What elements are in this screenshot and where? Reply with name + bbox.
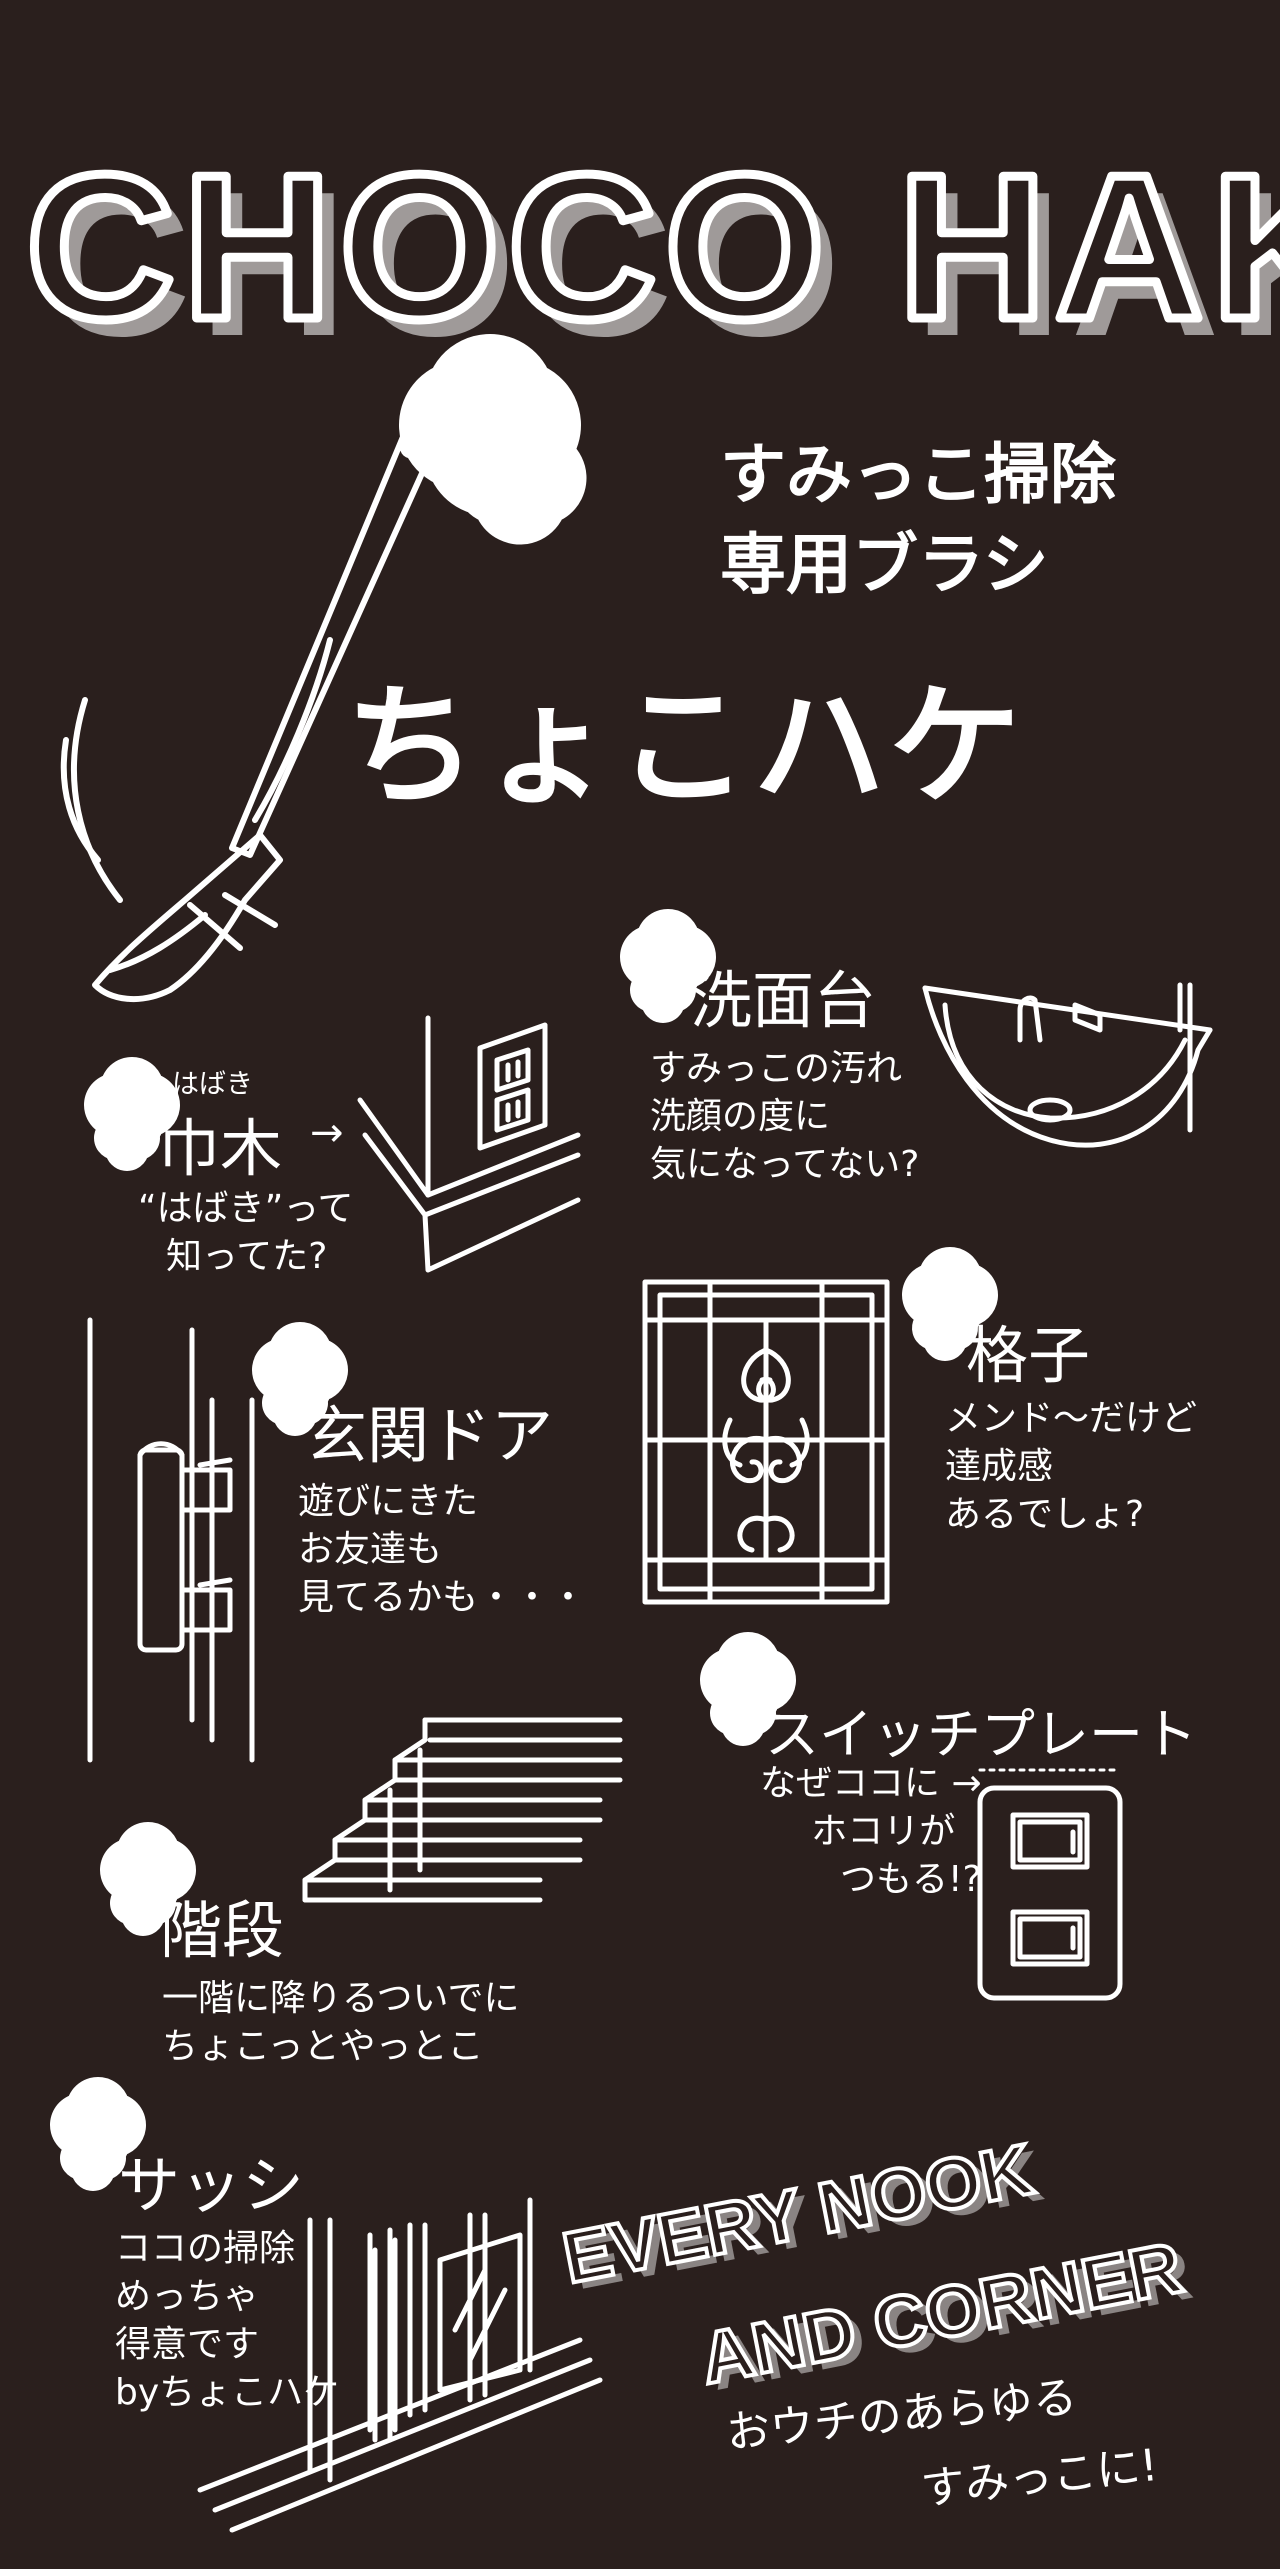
door-handle-icon [87,1317,255,1763]
tagline-jp-line2: すみっこに! [919,2440,1161,2516]
switch-note-line: なぜココに → [760,1763,982,1804]
door-note-line: お友達も [298,1529,443,1570]
stairs-label: 階段 [160,1894,285,1967]
lattice-note-line: あるでしょ? [945,1494,1145,1535]
sparkle-icon [934,1317,956,1339]
baseboard-label: 巾木 [158,1112,283,1185]
subtitle: すみっこ掃除 専用ブラシ [720,430,1116,610]
title-en: CHOCO HAKE CHOCO HAKE [22,128,1280,380]
sink-note-line: 洗顔の度に [650,1096,831,1137]
sparkle-icon [652,979,674,1001]
brush-icon [60,421,436,1003]
product-name: ちょこハケ [345,670,1025,824]
sink-note-line: 気になってない? [650,1144,920,1185]
switch-note: なぜココに → ホコリが つもる!? [760,1760,982,1904]
lattice-note-line: メンド〜だけど [945,1398,1198,1439]
sink-note-line: すみっこの汚れ [650,1048,903,1089]
sparkle-icon [82,2147,104,2169]
subtitle-line2: 専用ブラシ [720,526,1049,603]
baseboard-note-line: “はばき”って [138,1188,354,1229]
sparkle-icon [132,1892,154,1914]
lattice-icon [642,1279,890,1605]
sash-note-line: 得意です [115,2324,260,2365]
door-note: 遊びにきた お友達も 見てるかも・・・ [298,1478,586,1622]
baseboard-note-line: 知ってた? [166,1236,328,1277]
door-note-line: 遊びにきた [298,1481,479,1522]
stairs-icon [302,1717,623,1903]
sparkle-icon [116,1127,138,1149]
sparkle-icon [732,1702,754,1724]
sink-note: すみっこの汚れ 洗顔の度に 気になってない? [650,1045,919,1189]
stairs-note-line: 一階に降りるついでに [162,1978,520,2019]
sash-note: ココの掃除 めっちゃ 得意です byちょこハケ [115,2225,339,2417]
door-note-line: 見てるかも・・・ [298,1577,587,1618]
door-label: 玄関ドア [305,1399,554,1472]
tagline-jp: おウチのあらゆる すみっこに! [724,2372,1160,2516]
switch-label: スイッチプレート [765,1703,1197,1766]
stairs-note: 一階に降りるついでに ちょこっとやっとこ [162,1975,519,2071]
subtitle-line1: すみっこ掃除 [720,436,1116,513]
switch-note-line: ホコリが [811,1811,956,1852]
sink-icon [922,982,1213,1148]
lattice-note-line: 達成感 [945,1446,1054,1487]
sparkle-icon [284,1392,306,1414]
tagline-en: EVERY NOOK EVERY NOOK AND CORNER AND COR… [555,2128,1198,2406]
baseboard-ruby: はばき [172,1069,253,1100]
stairs-note-line: ちょこっとやっとこ [162,2026,484,2067]
sparkle-icon [501,459,539,497]
sink-label: 洗面台 [690,964,877,1037]
sash-note-line: byちょこハケ [115,2372,340,2413]
switch-plate-icon [977,1768,1123,2001]
sash-label: サッシ [118,2149,305,2222]
switch-note-line: つもる!? [840,1859,982,1900]
baseboard-arrow: → [310,1110,344,1156]
lattice-note: メンド〜だけど 達成感 あるでしょ? [945,1395,1197,1539]
title-en-shadow: CHOCO HAKE [42,149,1280,379]
title-en-text: CHOCO HAKE [26,132,1280,362]
baseboard-note: “はばき”って 知ってた? [138,1185,354,1281]
outlet-icon [357,1015,581,1273]
lattice-label: 格子 [966,1319,1091,1392]
sash-window-icon [197,2197,603,2533]
sash-note-line: ココの掃除 [115,2228,296,2269]
sash-note-line: めっちゃ [115,2276,260,2317]
